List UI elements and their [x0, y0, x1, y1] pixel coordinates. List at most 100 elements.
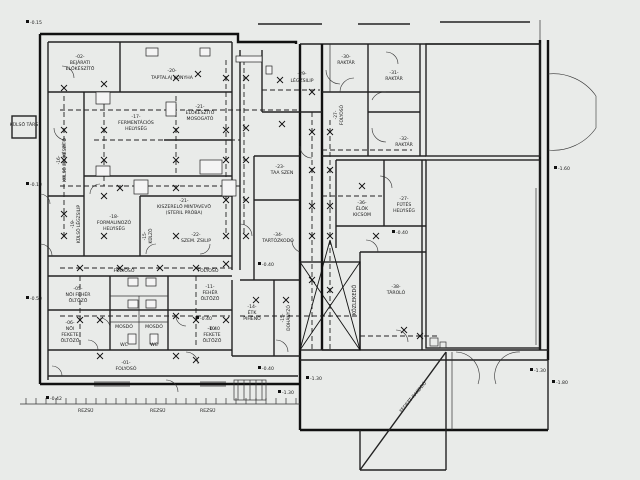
svg-text:-11-: -11-	[205, 284, 215, 290]
svg-text:FERMENTÁCIÓS: FERMENTÁCIÓS	[118, 119, 154, 126]
light-fixture-mark	[222, 260, 230, 268]
light-fixture-mark	[156, 264, 164, 272]
loading-ramp	[359, 351, 453, 471]
light-fixture-mark	[372, 232, 380, 240]
svg-text:SZEM. ZSILIP: SZEM. ZSILIP	[181, 238, 211, 244]
room-label-30: -30- RAKTÁR	[337, 54, 355, 66]
room-label-32: -32- RAKTÁR	[395, 136, 413, 148]
light-fixture-mark	[242, 196, 250, 204]
level-right-mid: -1.60	[558, 166, 570, 172]
svg-text:ÉTK: ÉTK	[248, 308, 258, 316]
svg-text:-22-: -22-	[191, 232, 201, 238]
room-label-15a: -15- KÜLZŐ	[142, 228, 154, 243]
svg-text:ÖLTÖZŐ: ÖLTÖZŐ	[203, 337, 222, 344]
room-label-15b: -15- DOHÁNYZÓ	[280, 305, 292, 331]
svg-text:-15-: -15-	[280, 313, 286, 322]
hatched-corridor	[299, 239, 361, 351]
light-fixture-mark	[278, 120, 286, 128]
svg-text:-31-: -31-	[389, 70, 399, 76]
light-fixture-mark	[308, 88, 316, 96]
svg-text:ELŐKÉSZÍTŐ: ELŐKÉSZÍTŐ	[186, 108, 215, 116]
label-rezsu-3: REZSŰ	[200, 407, 216, 414]
svg-text:-30-: -30-	[341, 54, 351, 60]
light-fixture-mark	[242, 232, 250, 240]
light-fixture-mark	[308, 232, 316, 240]
light-fixture-mark	[100, 80, 108, 88]
svg-text:-38-: -38-	[391, 284, 401, 290]
light-fixture-mark	[242, 124, 250, 132]
light-fixture-mark	[308, 128, 316, 136]
windows	[94, 337, 447, 401]
svg-text:-23-: -23-	[275, 164, 285, 170]
level-left-b: -0.50	[30, 296, 42, 302]
equipment	[95, 47, 273, 345]
room-label-22: -22- SZEM. ZSILIP	[181, 232, 211, 244]
svg-text:DOHÁNYZÓ: DOHÁNYZÓ	[285, 305, 292, 331]
light-fixture-mark	[60, 210, 68, 218]
room-label-23: -23- TAA SZEN	[270, 164, 294, 176]
light-fixture-mark	[100, 156, 108, 164]
light-fixture-mark	[192, 264, 200, 272]
svg-text:LÉGZSILIP: LÉGZSILIP	[290, 76, 313, 84]
light-fixture-mark	[242, 156, 250, 164]
light-fixture-mark	[222, 196, 230, 204]
light-fixture-mark	[326, 232, 334, 240]
light-fixture-mark	[76, 316, 84, 324]
light-fixture-mark	[100, 232, 108, 240]
svg-text:-10-: -10-	[207, 326, 217, 332]
room-label-19: -19- KÜLSŐ LÉGZSILIP	[70, 205, 82, 244]
label-mosdo-left: MOSDÓ	[115, 323, 133, 330]
svg-text:FORMALINOZÓ: FORMALINOZÓ	[97, 219, 132, 226]
svg-text:FEKETE: FEKETE	[203, 332, 220, 338]
svg-text:TAPTALAJ KONYHA: TAPTALAJ KONYHA	[150, 75, 194, 81]
svg-text:FŰTÉS: FŰTÉS	[397, 200, 412, 208]
light-fixture-mark	[326, 128, 334, 136]
svg-text:PIHENŐ: PIHENŐ	[243, 315, 261, 322]
light-fixture-mark	[172, 156, 180, 164]
light-fixture-mark	[172, 352, 180, 360]
ground-line	[20, 398, 300, 405]
svg-text:-27-: -27-	[399, 196, 409, 202]
label-rezsu-2: REZSŰ	[150, 407, 166, 414]
svg-text:MOSOGATÓ: MOSOGATÓ	[187, 115, 214, 122]
light-fixture-mark	[358, 182, 366, 190]
door-swings	[39, 51, 521, 393]
svg-text:KICSOM: KICSOM	[353, 212, 371, 218]
svg-text:RAKTÁR: RAKTÁR	[395, 141, 413, 148]
light-fixture-mark	[242, 74, 250, 82]
label-kozlekedo: KÖZLEKEDŐ	[351, 285, 358, 316]
light-fixture-mark	[100, 126, 108, 134]
light-fixture-mark	[116, 264, 124, 272]
svg-text:TAA SZEN: TAA SZEN	[270, 170, 294, 176]
level-ramp-b: -1.80	[556, 380, 568, 386]
svg-text:HELYISÉG: HELYISÉG	[393, 206, 415, 214]
level-bot-c: -1.30	[310, 376, 322, 382]
svg-text:KÜLSŐ LÉGZSILIP: KÜLSŐ LÉGZSILIP	[74, 205, 82, 244]
light-fixture-mark	[400, 326, 408, 334]
svg-text:-06-: -06-	[65, 320, 75, 326]
svg-text:BEJÁRATI: BEJÁRATI	[70, 59, 90, 66]
right-halls	[425, 43, 597, 349]
level-mid-c: -0.40	[208, 326, 220, 332]
light-fixture-mark	[116, 184, 124, 192]
light-fixture-mark	[96, 352, 104, 360]
light-fixture-mark	[60, 84, 68, 92]
room-label-21a: -21- ELŐKÉSZÍTŐ MOSOGATÓ	[186, 104, 215, 122]
svg-text:HELYISÉG: HELYISÉG	[125, 124, 147, 132]
svg-text:-36-: -36-	[357, 200, 367, 206]
light-fixture-mark	[326, 166, 334, 174]
svg-text:KISZERELŐ MINTAVEVŐ: KISZERELŐ MINTAVEVŐ	[157, 203, 211, 210]
label-wc-right: WC	[150, 342, 158, 348]
svg-text:-29-: -29-	[297, 71, 307, 77]
svg-text:-01-: -01-	[121, 360, 131, 366]
level-mid-a: -0.40	[262, 262, 274, 268]
svg-text:-21-: -21-	[195, 104, 205, 110]
svg-text:NŐI: NŐI	[66, 325, 74, 332]
level-inner-a: -0.40	[396, 230, 408, 236]
room-label-36: -36- ÉLŐK KICSOM	[353, 200, 371, 218]
svg-text:ÖLTÖZŐ: ÖLTÖZŐ	[201, 295, 220, 302]
light-fixture-mark	[172, 232, 180, 240]
svg-text:FEHÉR: FEHÉR	[202, 288, 218, 296]
light-fixture-mark	[100, 192, 108, 200]
svg-text:HELYISÉG: HELYISÉG	[103, 224, 125, 232]
